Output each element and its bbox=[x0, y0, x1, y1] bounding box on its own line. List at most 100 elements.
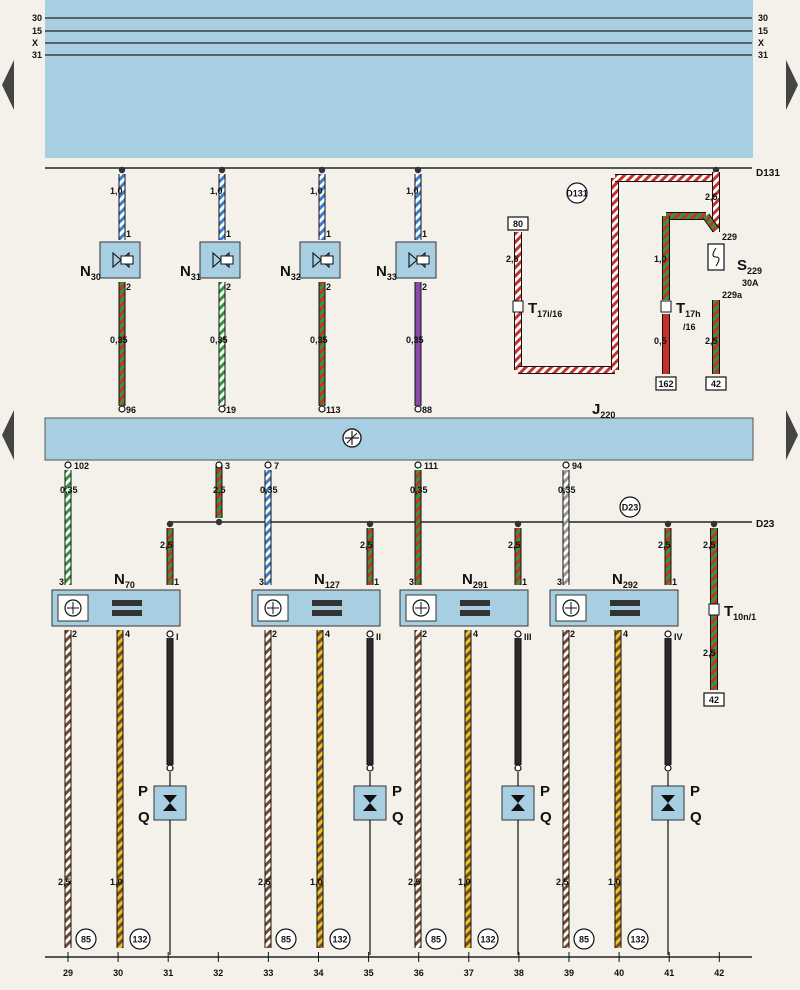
module-N292-pin1: 1 bbox=[672, 577, 677, 587]
module-N127-out4-label: 1,0 bbox=[310, 877, 323, 887]
module-N291-c132: 132 bbox=[480, 935, 495, 945]
module-N70-q-label: Q bbox=[138, 809, 150, 826]
valve-N32-wire-top-label: 1,0 bbox=[310, 186, 323, 196]
module-N70-supply-junction bbox=[166, 520, 174, 528]
valve-N31-j-pin-ring bbox=[218, 405, 226, 413]
d131-bus-label: D131 bbox=[756, 168, 780, 179]
module-N291-ctrl-cross-icon bbox=[415, 602, 427, 614]
t17i-label: T17i/16 bbox=[528, 300, 562, 319]
t10n-wire-bot-label: 2,5 bbox=[703, 648, 716, 658]
rail-2-left-label: X bbox=[32, 38, 38, 48]
module-N127-label-main: N bbox=[314, 571, 325, 588]
s229-target-box: 42 bbox=[711, 379, 721, 389]
module-N127-ctrl-cross-icon bbox=[267, 602, 279, 614]
module-N127-label-sub: 127 bbox=[325, 580, 340, 590]
valve-N32-label-sub: 32 bbox=[291, 272, 301, 282]
module-N292-in-ring bbox=[562, 461, 570, 469]
col-number-38: 38 bbox=[514, 968, 524, 978]
module-N291-in-ring bbox=[414, 461, 422, 469]
t17i-label-sub: 17i/16 bbox=[537, 309, 562, 319]
t10n-label-sub: 10n/1 bbox=[733, 612, 756, 622]
valve-N30-label: N30 bbox=[80, 263, 101, 282]
module-N291-c132-ring bbox=[477, 928, 499, 950]
module-N127-pin1: 1 bbox=[374, 577, 379, 587]
scroll-right-arrow-top[interactable] bbox=[786, 60, 798, 110]
s229-fuse-icon bbox=[712, 247, 720, 267]
module-N70-pq-ring bbox=[166, 764, 174, 772]
s229-rating: 30A bbox=[742, 278, 759, 288]
module-N70-pq-icon bbox=[163, 795, 177, 811]
s229-pin-in: 229 bbox=[722, 232, 737, 242]
module-N291-supply-junction bbox=[514, 520, 522, 528]
t17i-connector-icon bbox=[512, 300, 524, 313]
module-N292-pin4: 4 bbox=[623, 629, 628, 639]
col-number-30: 30 bbox=[113, 968, 123, 978]
j220-label: J220 bbox=[592, 401, 615, 420]
t10n-target-box-box bbox=[703, 692, 725, 707]
s229-label-sub: 229 bbox=[747, 266, 762, 276]
module-N70-coil-bot-icon bbox=[112, 610, 142, 616]
module-N127-pq-ring bbox=[366, 764, 374, 772]
d23-bus-label: D23 bbox=[756, 519, 775, 530]
module-N70-in-wire-label: 0,35 bbox=[60, 485, 78, 495]
valve-N32-j-pin-ring bbox=[318, 405, 326, 413]
module-N127-roman-ring bbox=[366, 630, 374, 638]
rail-2-right-label: X bbox=[758, 38, 764, 48]
t17h-wire-bot-label: 0,5 bbox=[654, 336, 667, 346]
col-number-34: 34 bbox=[313, 968, 323, 978]
s229-wire-top-label: 2,5 bbox=[705, 192, 718, 202]
module-N291-pq-ring bbox=[514, 764, 522, 772]
s229-label-main: S bbox=[737, 257, 747, 274]
module-N127-q-label: Q bbox=[392, 809, 404, 826]
valve-N33-wire-bot-label: 0,35 bbox=[406, 335, 424, 345]
rail-1-right-label: 15 bbox=[758, 26, 768, 36]
valve-N30-wire-top-label: 1,0 bbox=[110, 186, 123, 196]
t17i-wire-label: 2,5 bbox=[506, 254, 519, 264]
valve-N33-label: N33 bbox=[376, 263, 397, 282]
module-N127-in-ring bbox=[264, 461, 272, 469]
col-number-29: 29 bbox=[63, 968, 73, 978]
d131-s229-junction bbox=[712, 166, 720, 174]
module-N291-label-sub: 291 bbox=[473, 580, 488, 590]
module-N292-supply-wire-label: 2,5 bbox=[658, 540, 671, 550]
scroll-left-arrow-mid[interactable] bbox=[2, 410, 14, 460]
valve-N30-label-main: N bbox=[80, 263, 91, 280]
valve-N33-label-main: N bbox=[376, 263, 387, 280]
valve-N33-label-sub: 33 bbox=[387, 272, 397, 282]
scroll-right-arrow-mid[interactable] bbox=[786, 410, 798, 460]
col-number-36: 36 bbox=[414, 968, 424, 978]
scroll-left-arrow-top[interactable] bbox=[2, 60, 14, 110]
col-number-37: 37 bbox=[464, 968, 474, 978]
module-N70-supply-wire-label: 2,5 bbox=[160, 540, 173, 550]
valve-N30-j-pin-label: 96 bbox=[126, 405, 136, 415]
module-N292-roman-ring bbox=[664, 630, 672, 638]
module-N127-in-wire-label: 0,35 bbox=[260, 485, 278, 495]
t17h-connector-icon bbox=[660, 300, 672, 313]
module-N127-c85: 85 bbox=[281, 935, 291, 945]
valve-N31-body bbox=[199, 241, 241, 279]
d23-circle-label-ring bbox=[619, 496, 641, 518]
t17i-source-box-box bbox=[507, 216, 529, 231]
valve-N32-pin1: 1 bbox=[326, 229, 331, 239]
module-N292-c132: 132 bbox=[630, 935, 645, 945]
module-N291-roman-label: III bbox=[524, 632, 532, 642]
module-N291-pin4: 4 bbox=[473, 629, 478, 639]
module-N291-label-main: N bbox=[462, 571, 473, 588]
col-number-31: 31 bbox=[163, 968, 173, 978]
module-N70-label-main: N bbox=[114, 571, 125, 588]
module-N127-roman-label: II bbox=[376, 632, 381, 642]
module-N70-pin1: 1 bbox=[174, 577, 179, 587]
valve-N33-j-pin-label: 88 bbox=[422, 405, 432, 415]
valve-N33-body bbox=[395, 241, 437, 279]
valve-N33-j-pin-ring bbox=[414, 405, 422, 413]
valve-N33-wire-top-label: 1,0 bbox=[406, 186, 419, 196]
module-N292-coil-top-icon bbox=[610, 600, 640, 606]
valve-N30-j-pin-ring bbox=[118, 405, 126, 413]
module-N70-roman-label: I bbox=[176, 632, 179, 642]
col-number-32: 32 bbox=[213, 968, 223, 978]
valve-N33-pin2: 2 bbox=[422, 282, 427, 292]
module-N127-c132: 132 bbox=[332, 935, 347, 945]
